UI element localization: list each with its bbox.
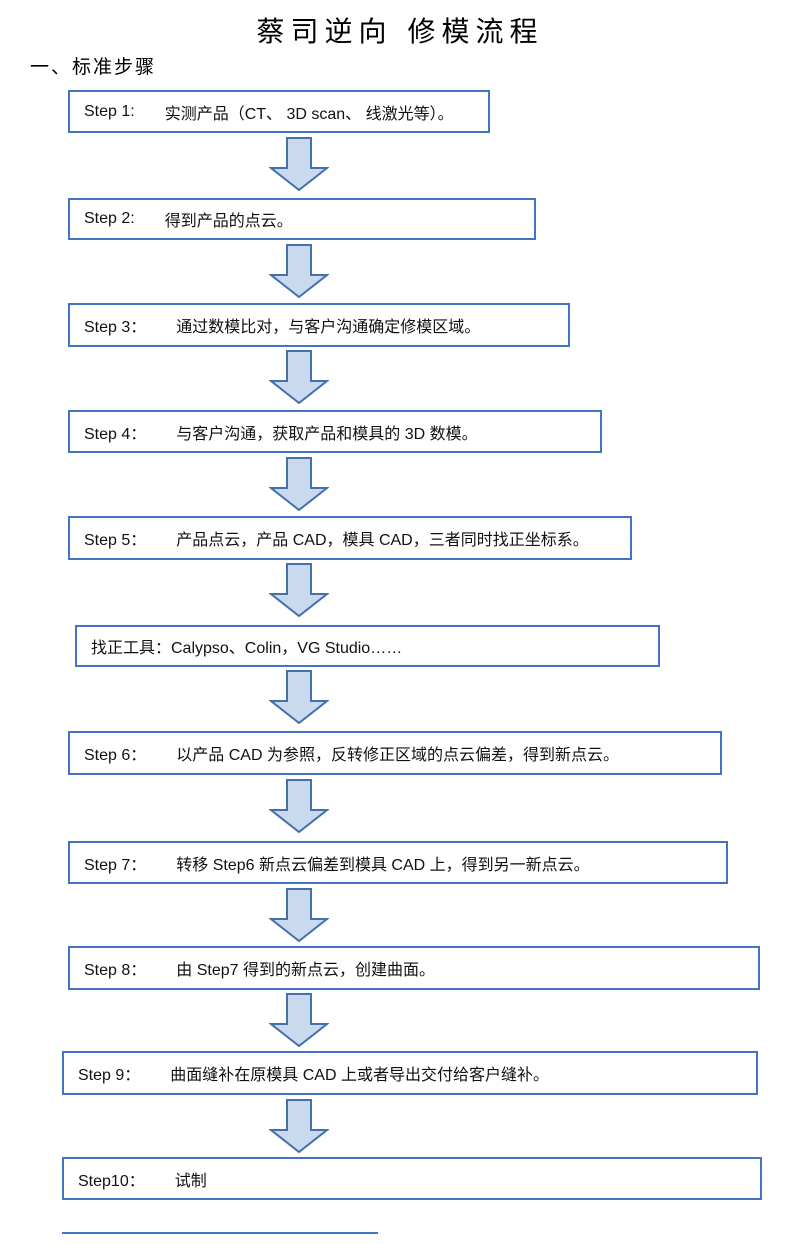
step-box-5: Step 5： 产品点云，产品 CAD，模具 CAD，三者同时找正坐标系。 bbox=[68, 516, 632, 560]
down-arrow-icon bbox=[269, 888, 329, 942]
step-text: 转移 Step6 新点云偏差到模具 CAD 上，得到另一新点云。 bbox=[176, 856, 590, 874]
step-label: Step10： bbox=[78, 1172, 145, 1190]
down-arrow-icon bbox=[269, 670, 329, 724]
step-text: 与客户沟通，获取产品和模具的 3D 数模。 bbox=[176, 425, 478, 443]
step-label: Step 3： bbox=[84, 319, 147, 336]
page-title: 蔡司逆向 修模流程 bbox=[256, 15, 544, 48]
down-arrow-icon bbox=[269, 993, 329, 1047]
down-arrow-icon bbox=[269, 457, 329, 511]
section-heading: 一、标准步骤 bbox=[30, 56, 157, 78]
step-text: 试制 bbox=[174, 1172, 207, 1190]
down-arrow-icon bbox=[269, 137, 329, 191]
step-text: 实测产品（CT、 3D scan、 线激光等）。 bbox=[164, 105, 454, 123]
step-text: 由 Step7 得到的新点云，创建曲面。 bbox=[176, 962, 435, 979]
step-text: 找正工具：Calypso、Colin，VG Studio…… bbox=[91, 640, 403, 657]
step-box-6: Step 6： 以产品 CAD 为参照，反转修正区域的点云偏差，得到新点云。 bbox=[68, 731, 722, 775]
step-label: Step 4： bbox=[84, 425, 147, 443]
step-box-10: Step10： 试制 bbox=[62, 1157, 762, 1200]
step-box-2: Step 2: 得到产品的点云。 bbox=[68, 198, 536, 240]
tools-box: 找正工具：Calypso、Colin，VG Studio…… bbox=[75, 625, 660, 667]
step-label: Step 6： bbox=[84, 747, 147, 764]
step-text: 以产品 CAD 为参照，反转修正区域的点云偏差，得到新点云。 bbox=[176, 747, 619, 764]
step-label: Step 5： bbox=[84, 532, 147, 549]
down-arrow-icon bbox=[269, 244, 329, 298]
step-label: Step 8： bbox=[84, 962, 147, 979]
step-label: Step 1: bbox=[84, 102, 135, 120]
step-box-9: Step 9： 曲面缝补在原模具 CAD 上或者导出交付给客户缝补。 bbox=[62, 1051, 758, 1095]
step-text: 得到产品的点云。 bbox=[164, 213, 293, 230]
step-box-1: Step 1: 实测产品（CT、 3D scan、 线激光等）。 bbox=[68, 90, 490, 133]
step-label: Step 9： bbox=[78, 1067, 141, 1084]
step-box-8: Step 8： 由 Step7 得到的新点云，创建曲面。 bbox=[68, 946, 760, 990]
step-box-7: Step 7： 转移 Step6 新点云偏差到模具 CAD 上，得到另一新点云。 bbox=[68, 841, 728, 884]
down-arrow-icon bbox=[269, 779, 329, 833]
step-box-3: Step 3： 通过数模比对，与客户沟通确定修模区域。 bbox=[68, 303, 570, 347]
down-arrow-icon bbox=[269, 1099, 329, 1153]
step-text: 曲面缝补在原模具 CAD 上或者导出交付给客户缝补。 bbox=[170, 1067, 549, 1084]
cutoff-element-border bbox=[62, 1232, 378, 1234]
step-box-4: Step 4： 与客户沟通，获取产品和模具的 3D 数模。 bbox=[68, 410, 602, 453]
step-label: Step 7： bbox=[84, 856, 147, 874]
step-text: 产品点云，产品 CAD，模具 CAD，三者同时找正坐标系。 bbox=[176, 532, 589, 549]
step-text: 通过数模比对，与客户沟通确定修模区域。 bbox=[176, 319, 481, 336]
step-label: Step 2: bbox=[84, 210, 135, 227]
down-arrow-icon bbox=[269, 563, 329, 617]
down-arrow-icon bbox=[269, 350, 329, 404]
